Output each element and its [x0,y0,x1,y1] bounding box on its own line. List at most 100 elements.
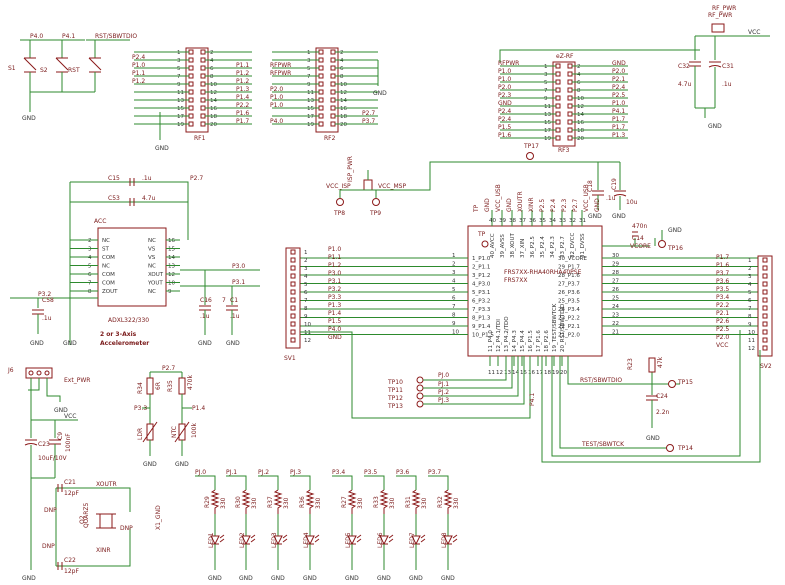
label-r34-val: 6R [155,382,162,390]
label-gnd-c19: GND [612,213,626,220]
rf1-pin-num: 14 [210,98,217,104]
mcu-pin-num: 26 [612,287,619,293]
rf3-pin-num: 10 [577,96,584,102]
sv2-pin [762,281,768,287]
sv1-signal: P1.0 [328,246,341,253]
rf1-pin [188,73,194,79]
rf2-pin-num: 8 [340,74,344,80]
acc-pin-num: 6 [88,272,92,278]
mcu-pin-name: 32_DVCC [570,233,576,258]
mcu-pin-name: 28_P1.6 [558,273,580,279]
sv1-name: SV1 [284,355,296,362]
power-block: J6 Ext_PWR GND VCC C23 10uF/10V C9 100nF… [7,367,90,582]
led-net-label: P3.4 [332,469,345,476]
label-p27-sensor: P2.7 [162,365,175,372]
sv1-pin-num: 11 [304,330,311,336]
mcu-pin-name: 17_P1.6 [536,330,542,352]
label-c53-val: 4.7u [142,195,156,202]
mcu-pin-name: 10_P1.5 [472,333,494,339]
label-gnd-c58: GND [30,340,44,347]
label-x1-gnd: X1_GND [155,505,162,530]
rf2-signal-right: P3.7 [362,118,375,125]
label-gnd-power: GND [22,575,36,582]
sv2-pin-num: 1 [748,258,752,264]
label-xoutr: XOUTR [96,481,117,488]
mcu-pin-name: 14_P4.3 [512,330,518,352]
sv1-pin-num: 12 [304,338,311,344]
label-gnd-c24: GND [646,435,660,442]
rf3-pin [567,87,573,93]
rf1-pin-num: 8 [210,74,214,80]
rf2-pin [318,105,324,111]
led-resistor-ref: R27 [341,496,348,508]
rf-power-block: RF_PWR RF_PWR VCC C32 4.7u C31 .1u GND [678,5,770,130]
label-tp14: TP14 [677,445,693,452]
label-gnd-rf2: GND [373,90,387,97]
label-ntc: NTC [171,426,178,438]
mcu-top-net: XOUTR [517,191,524,212]
rf3-signal-left: P2.4 [498,108,511,115]
mcu-pin-num: 2 [452,262,456,268]
rf1-pin [200,57,206,63]
sv2-signal: P3.7 [716,270,729,277]
rf2-pin [318,49,324,55]
sv2-pin-num: 10 [748,330,755,336]
rf1-signal-right: P1.7 [236,118,249,125]
led-net-label: PJ.1 [226,469,237,476]
rf2-pin [330,73,336,79]
label-p32: P3.2 [38,291,51,298]
rf3-signal-right: P2.4 [612,84,625,91]
rf3-pin [555,71,561,77]
mcu-pin-name: 37_XIN [520,239,526,258]
mcu-top-net: VCC_USB [583,184,590,212]
led-ref: LED7 [409,532,416,548]
led-resistor [305,489,315,514]
sv1-signal: GND [328,334,342,341]
rf3-signal-left: GND [498,100,512,107]
label-c1: C1 [230,297,238,304]
testpoint-tp17 [526,152,534,160]
acc-desc1: 2 or 3-Axis [100,331,137,338]
rf3-pin [567,127,573,133]
rf1-pin [200,105,206,111]
label-c32: C32 [678,63,690,70]
rf2-pin-num: 6 [340,66,344,72]
sv2-pin-num: 3 [748,274,752,280]
mcu-pin-num: 38 [509,218,516,224]
label-dnp-left-2: DNP [42,543,55,550]
isp-pwr-jumper [363,179,373,191]
rf3-signal-right: P1.0 [612,100,625,107]
mcu-pin-num: 29 [612,262,619,268]
label-tp12: TP12 [387,395,403,402]
label-test-sbwtck: TEST/SBWTCK [581,441,625,448]
mcu-pin1-marker [481,240,489,248]
mcu-pin-name: 7_P3.3 [472,307,491,313]
label-c21: C21 [64,479,76,486]
rf1-name: RF1 [194,135,206,142]
sv1-pin-num: 3 [304,266,308,272]
label-c9-val: 100nF [65,433,72,452]
mcu-pin-num: 16 [528,370,535,376]
led-resistor-val: 330 [453,497,460,509]
mcu-tp-label: TP [477,231,486,238]
rf3-pin [567,95,573,101]
rf2-pin [330,81,336,87]
label-gnd-c16: GND [198,340,212,347]
label-gnd-tp16: GND [668,227,682,234]
mcu-pin-num: 7 [452,304,456,310]
rf1-pin-num: 12 [210,90,217,96]
testpoint-tp11 [416,384,424,392]
testpoints-bottom: TP10 TP11 TP12 TP13 PJ.0 PJ.1 PJ.2 PJ.3 … [300,331,536,419]
sv1-pin [290,321,296,327]
rf1-pin [188,57,194,63]
rf3-pin-num: 20 [577,136,584,142]
rf2-pin-num: 15 [307,106,314,112]
rf3-pin-num: 17 [544,128,551,134]
mcu-pin-name: 22_P2.1 [558,324,580,330]
label-tp10: TP10 [387,379,403,386]
acc-pin-name: NC [148,264,156,270]
acc-pin-num: 7 [88,281,92,287]
